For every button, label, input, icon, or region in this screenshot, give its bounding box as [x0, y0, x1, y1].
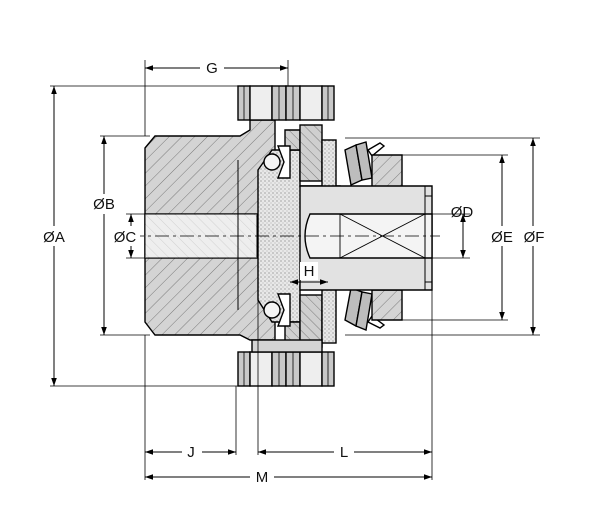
dimension-label-j: J	[187, 444, 195, 461]
bottom-bolt-nuts	[237, 339, 335, 387]
dimension-label-l: L	[340, 444, 348, 461]
dimension-label-d: ØD	[451, 204, 474, 221]
dimension-lines	[51, 65, 536, 480]
friction-discs	[299, 124, 337, 348]
dimension-label-c: ØC	[114, 229, 137, 246]
dimension-label-b: ØB	[93, 196, 115, 213]
extension-lines	[50, 60, 540, 480]
dimension-label-e: ØE	[491, 229, 513, 246]
dimension-label-a: ØA	[43, 229, 65, 246]
dimension-label-f: ØF	[524, 229, 545, 246]
adjusting-nut	[371, 154, 403, 321]
dimension-label-g: G	[206, 60, 218, 77]
shaft-sleeve	[299, 185, 433, 291]
disc-spring-stack	[344, 141, 386, 331]
hub-body	[144, 119, 276, 341]
detent-balls	[263, 145, 291, 327]
dimension-label-h: H	[304, 263, 315, 280]
top-bolt-nuts	[237, 85, 335, 121]
dimension-label-m: M	[256, 469, 269, 486]
